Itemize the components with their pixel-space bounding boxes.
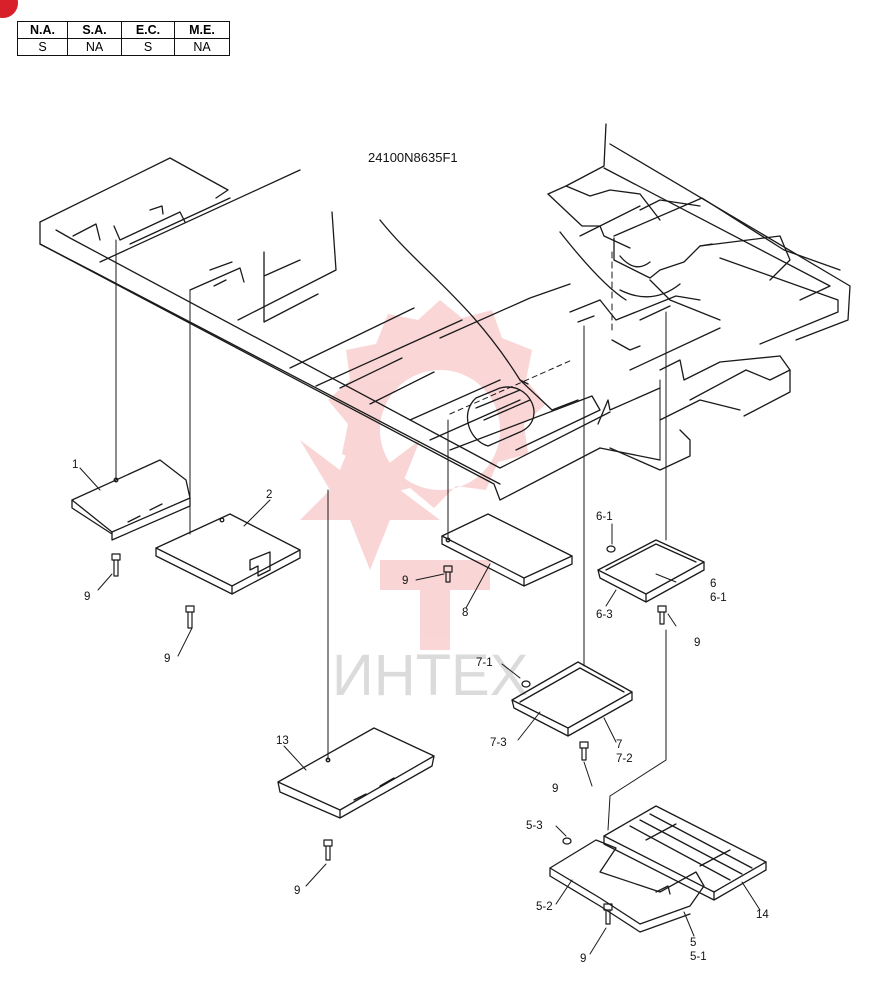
callout-screw-9-e: 9 [552, 783, 558, 795]
part-7-1-washer [521, 680, 531, 688]
callout-part-7-3: 7-3 [490, 737, 507, 749]
part-6-module [597, 539, 705, 603]
part-2-cover-plate [155, 513, 301, 595]
part-8-cover-plate [441, 513, 573, 587]
spec-table: N.A. S.A. E.C. M.E. S NA S NA [17, 21, 230, 56]
screw-9-b [185, 605, 195, 629]
screw-9-a [111, 553, 121, 577]
screw-9-g [603, 903, 613, 925]
spec-table-header-row: N.A. S.A. E.C. M.E. [17, 21, 230, 39]
spec-value-sa: NA [67, 38, 122, 56]
callout-part-14: 14 [756, 909, 769, 921]
part-1-cover-plate [71, 459, 191, 541]
guide-line-part-6b [659, 311, 667, 541]
screw-9-f [323, 839, 333, 861]
callout-part-8: 8 [462, 607, 468, 619]
callout-part-7-1: 7-1 [476, 657, 493, 669]
spec-header-sa: S.A. [67, 21, 122, 39]
callout-part-5-3: 5-3 [526, 820, 543, 832]
guide-line-part-5 [607, 629, 667, 831]
callout-part-5: 5 [690, 937, 696, 949]
callout-part-5-2: 5-2 [536, 901, 553, 913]
screw-9-e [579, 741, 589, 761]
callout-labels: 1 2 13 8 6-1 6 6-1 6-3 7-1 7-3 7 7-2 5-3… [72, 459, 769, 965]
main-frame-assembly [39, 123, 851, 501]
callout-part-2: 2 [266, 489, 272, 501]
callout-part-6-3: 6-3 [596, 609, 613, 621]
watermark-text: ИНТЕХ [332, 643, 528, 708]
screw-group [111, 553, 667, 925]
callout-part-6: 6 [710, 578, 716, 590]
callout-screw-9-f: 9 [294, 885, 300, 897]
callout-part-7-2: 7-2 [616, 753, 633, 765]
part-6-1-washer [606, 545, 616, 553]
mounting-guide-lines [115, 239, 667, 831]
screw-9-c [443, 565, 453, 583]
spec-table-value-row: S NA S NA [17, 38, 230, 56]
callout-part-6-1-top: 6-1 [596, 511, 613, 523]
part-5-3-washer [562, 837, 572, 845]
screw-9-d [657, 605, 667, 625]
callout-part-5-1: 5-1 [690, 951, 707, 963]
drawing-number: 24100N8635F1 [368, 150, 458, 165]
callout-part-7: 7 [616, 739, 622, 751]
leader-lines [79, 467, 761, 955]
brand-badge [0, 0, 18, 18]
callout-part-1: 1 [72, 459, 78, 471]
watermark-gear-shape [328, 300, 546, 508]
callout-part-6-1: 6-1 [710, 592, 727, 604]
part-7-module [511, 661, 633, 737]
callout-screw-9-d: 9 [694, 637, 700, 649]
callout-part-13: 13 [276, 735, 289, 747]
part-5-bracket-assembly [549, 837, 705, 933]
callout-screw-9-g: 9 [580, 953, 586, 965]
part-14-circuit-board [603, 805, 767, 901]
watermark-lower-mark [380, 560, 490, 650]
callout-screw-9-b: 9 [164, 653, 170, 665]
part-13-cover-plate [277, 727, 435, 819]
spec-value-me: NA [174, 38, 230, 56]
guide-line-part-8b [449, 359, 573, 415]
spec-value-na: S [17, 38, 68, 56]
watermark-star-shape [300, 420, 440, 570]
watermark [300, 300, 546, 650]
callout-screw-9-c: 9 [402, 575, 408, 587]
callout-screw-9-a: 9 [84, 591, 90, 603]
